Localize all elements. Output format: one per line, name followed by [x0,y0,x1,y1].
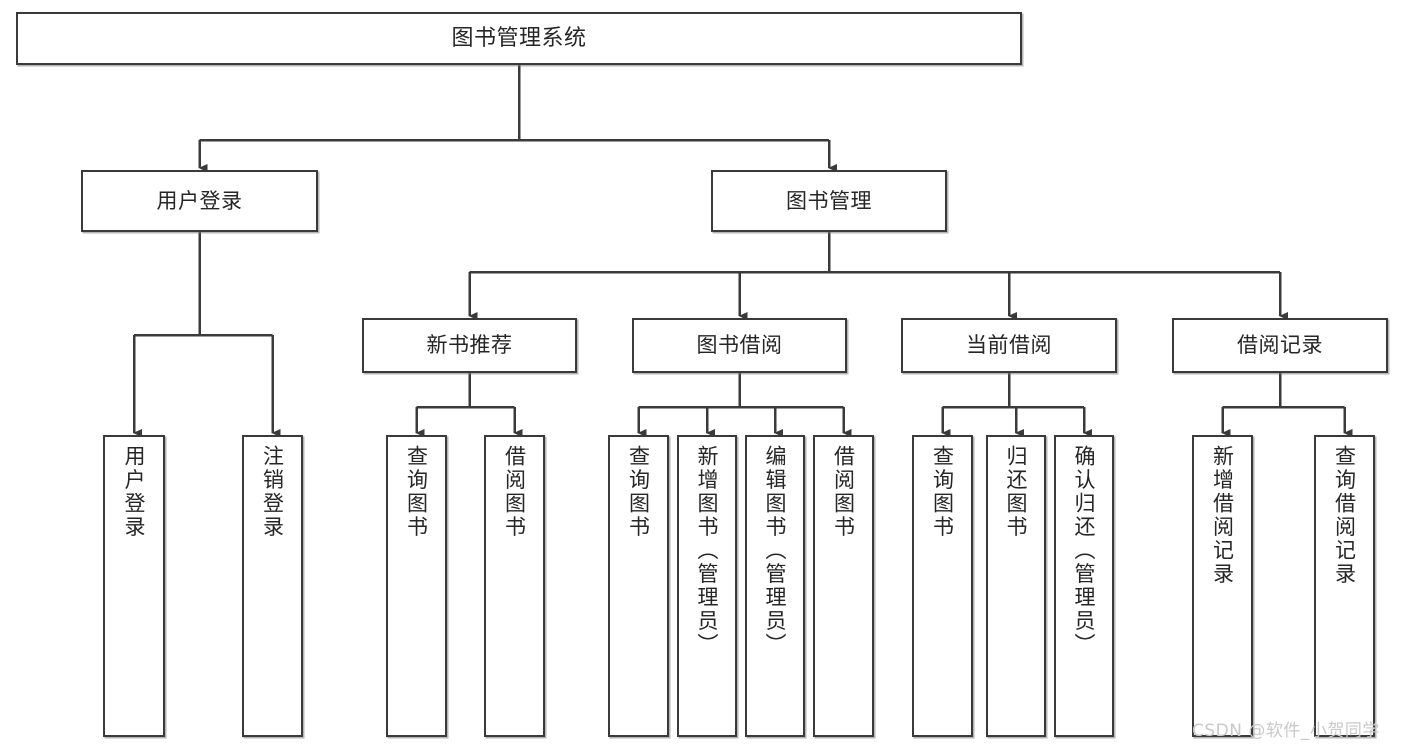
node-leaf-bk-edit[interactable]: 编辑图书（管理员） [745,435,805,737]
node-label: 借阅记录 [1237,333,1323,358]
node-label: 图书管理系统 [451,25,587,51]
node-label: 查询图书 [930,445,955,539]
node-leaf-rec-query[interactable]: 查询借阅记录 [1314,435,1375,737]
node-label: 借阅图书 [502,445,527,539]
node-root[interactable]: 图书管理系统 [16,12,1022,65]
node-leaf-user-logout[interactable]: 注销登录 [242,435,303,737]
node-leaf-nb-query[interactable]: 查询图书 [386,435,447,737]
node-label: 查询图书 [626,445,651,539]
node-leaf-cur-return[interactable]: 归还图书 [986,435,1046,737]
node-label: 确认归还（管理员） [1072,445,1097,657]
node-bookmgmt[interactable]: 图书管理 [711,170,947,232]
node-leaf-user-login[interactable]: 用户登录 [103,435,165,737]
node-label: 编辑图书（管理员） [763,445,788,657]
node-label: 新增借阅记录 [1210,445,1235,586]
node-label: 用户登录 [122,445,147,539]
node-label: 注销登录 [260,445,285,539]
node-label: 图书管理 [786,188,872,213]
node-borrow[interactable]: 图书借阅 [632,318,847,373]
node-label: 查询借阅记录 [1332,445,1357,586]
node-leaf-bk-query[interactable]: 查询图书 [608,435,669,737]
node-leaf-bk-borrow[interactable]: 借阅图书 [813,435,874,737]
node-label: 查询图书 [404,445,429,539]
node-leaf-cur-query[interactable]: 查询图书 [912,435,973,737]
node-label: 当前借阅 [966,333,1052,358]
node-label: 借阅图书 [831,445,856,539]
node-current[interactable]: 当前借阅 [901,318,1117,373]
node-records[interactable]: 借阅记录 [1172,318,1388,373]
node-newbook[interactable]: 新书推荐 [362,318,577,373]
watermark: CSDN @软件_小贺同学 [1192,721,1380,741]
node-leaf-rec-add[interactable]: 新增借阅记录 [1192,435,1253,737]
node-leaf-cur-confirm[interactable]: 确认归还（管理员） [1054,435,1114,737]
node-leaf-nb-borrow[interactable]: 借阅图书 [484,435,545,737]
node-label: 新书推荐 [426,333,513,358]
node-label: 归还图书 [1004,445,1029,539]
node-label: 图书借阅 [696,333,783,358]
node-label: 新增图书（管理员） [695,445,720,657]
node-label: 用户登录 [156,188,243,213]
node-leaf-bk-add[interactable]: 新增图书（管理员） [677,435,737,737]
node-login[interactable]: 用户登录 [81,170,318,232]
